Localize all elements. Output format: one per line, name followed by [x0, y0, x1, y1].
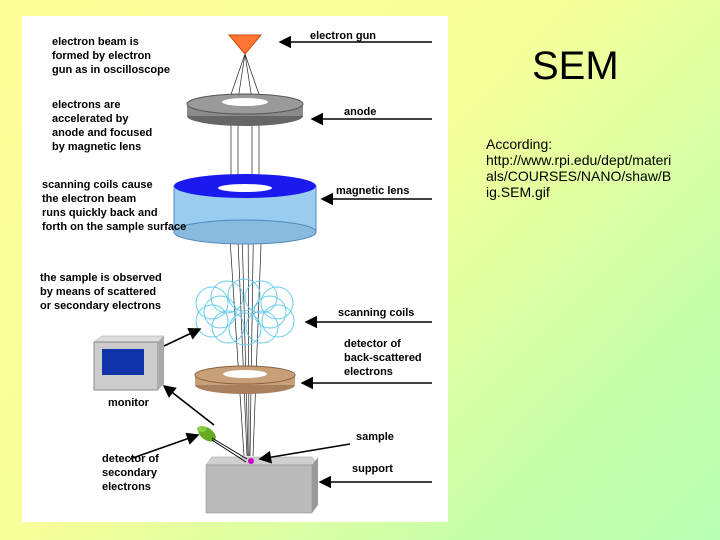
anode — [186, 93, 304, 126]
arrow-monitor — [163, 327, 202, 347]
label-arrows — [129, 35, 432, 489]
backscatter-detector — [194, 365, 296, 394]
secondary-detector — [197, 426, 248, 463]
slide-title: SEM — [532, 44, 619, 88]
label-electron-gun: electron gun — [310, 30, 376, 42]
source-line: ig.SEM.gif — [486, 184, 550, 200]
source-reference: According: http://www.rpi.edu/dept/mater… — [486, 136, 708, 200]
source-line: als/COURSES/NANO/shaw/B — [486, 168, 672, 184]
label-sample: sample — [356, 431, 394, 443]
monitor — [93, 335, 165, 391]
scanning-coils — [195, 278, 295, 346]
source-line: According: — [486, 136, 553, 152]
label-support: support — [352, 463, 393, 475]
electron-gun — [227, 34, 263, 55]
arrow-secondary — [129, 432, 200, 460]
note-observed: the sample is observed by means of scatt… — [40, 272, 165, 312]
label-backscatter-detector: detector of back-scattered electrons — [344, 338, 425, 378]
sample-spot — [248, 458, 254, 464]
source-line: http://www.rpi.edu/dept/materi — [486, 152, 672, 168]
sample-support — [205, 456, 319, 514]
arrow-sample — [258, 443, 351, 464]
note-accelerated: electrons are accelerated by anode and f… — [52, 99, 155, 153]
note-scanning: scanning coils cause the electron beam r… — [42, 179, 186, 233]
label-anode: anode — [344, 106, 376, 118]
note-secondary-detector: detector of secondary electrons — [102, 453, 162, 493]
monitor-screen — [102, 349, 144, 375]
magnetic-lens — [173, 174, 317, 245]
label-magnetic-lens: magnetic lens — [336, 185, 409, 197]
label-monitor: monitor — [108, 397, 150, 409]
label-scanning-coils: scanning coils — [338, 307, 414, 319]
arrow-monitor-detector — [162, 385, 215, 426]
note-beam: electron beam is formed by electron gun … — [52, 36, 170, 76]
sem-diagram: electron beam is formed by electron gun … — [22, 16, 448, 522]
